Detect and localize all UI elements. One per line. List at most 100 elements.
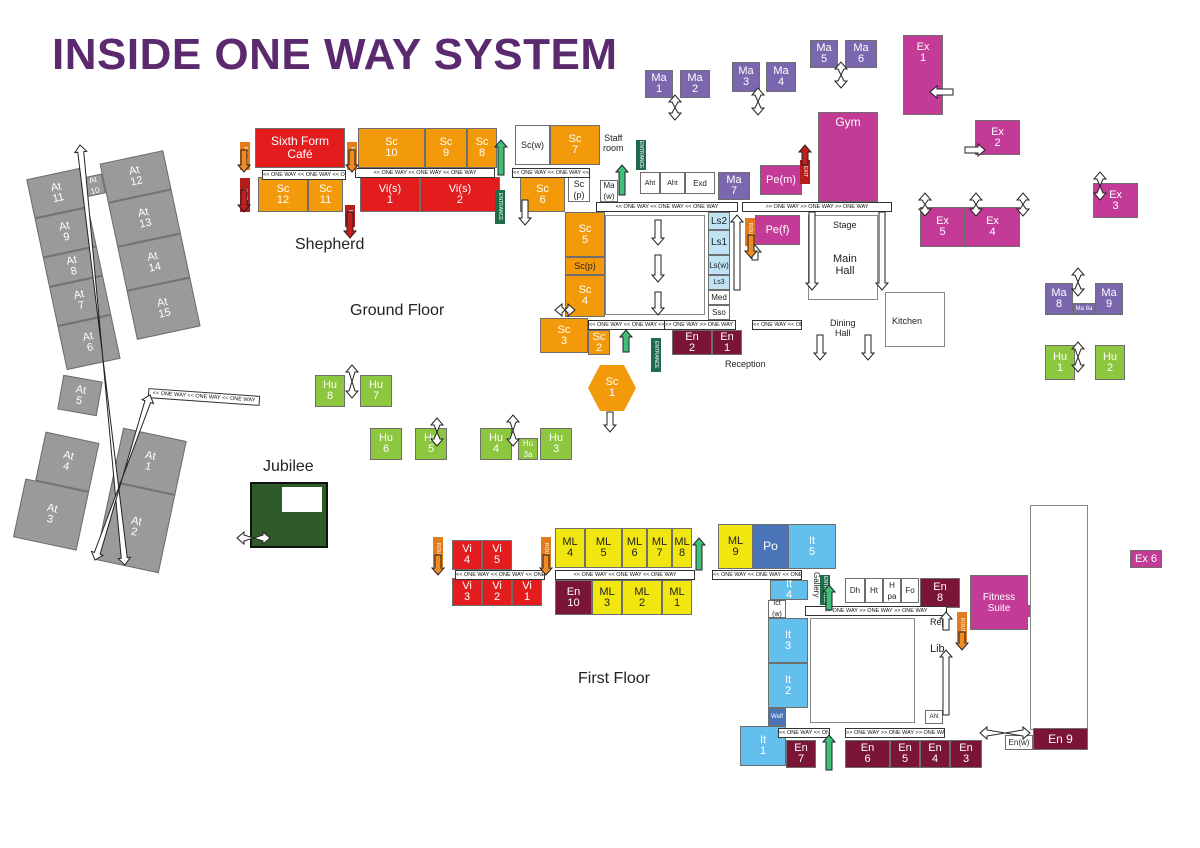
room-fitness-suite[interactable]: Fitness Suite <box>970 575 1028 630</box>
room-ma3[interactable]: Ma 3 <box>732 62 760 92</box>
exit-tag-pe: EXIT <box>800 160 810 184</box>
room-it4[interactable]: It 4 <box>770 579 808 601</box>
room-en10[interactable]: En 10 <box>555 580 592 615</box>
sc4-arrow <box>554 302 576 318</box>
jubilee-arrow <box>236 530 271 546</box>
room-vi4[interactable]: Vi 4 <box>452 540 482 570</box>
room-hpa[interactable]: H pa <box>883 578 901 603</box>
room-hu5[interactable]: Hu 5 <box>415 428 447 460</box>
room-en4[interactable]: En 4 <box>920 740 950 768</box>
room-hu2[interactable]: Hu 2 <box>1095 345 1125 380</box>
room-ml3[interactable]: ML 3 <box>592 580 622 615</box>
room-ml1[interactable]: ML 1 <box>662 580 692 615</box>
one-way-sign-it: << ONE WAY << ONE WAY << ONE WAY <box>778 728 830 738</box>
room-ma9[interactable]: Ma 9 <box>1095 283 1123 315</box>
single-arrow-0 <box>650 219 666 246</box>
room-ex1[interactable]: Ex 1 <box>903 35 943 115</box>
room-vi3[interactable]: Vi 3 <box>452 578 482 606</box>
room-it2[interactable]: It 2 <box>768 663 808 708</box>
single-arrow-1 <box>650 254 666 283</box>
room-exd[interactable]: Exd <box>685 172 715 194</box>
arts-corridor-arrow-south <box>90 394 155 561</box>
room-en6[interactable]: En 6 <box>845 740 890 768</box>
room-pe-f[interactable]: Pe(f) <box>755 215 800 245</box>
room-hu8[interactable]: Hu 8 <box>315 375 345 407</box>
room-sixth-form-cafe[interactable]: Sixth Form Café <box>255 128 345 168</box>
one-way-sign-shepherd: << ONE WAY << ONE WAY << ONE WAY <box>262 170 346 180</box>
room-ma2[interactable]: Ma 2 <box>680 70 710 98</box>
room-aht-2[interactable]: Aht <box>660 172 685 194</box>
room-hu1[interactable]: Hu 1 <box>1045 345 1075 380</box>
room-ma4[interactable]: Ma 4 <box>766 62 796 92</box>
room-dh[interactable]: Dh <box>845 578 865 603</box>
room-ml9[interactable]: ML 9 <box>718 524 753 569</box>
room-it5[interactable]: It 5 <box>788 524 836 569</box>
room-ma5[interactable]: Ma 5 <box>810 40 838 68</box>
room-sc11[interactable]: Sc 11 <box>308 177 343 212</box>
entrance-arrow-gallery <box>821 584 837 611</box>
room-sc2[interactable]: Sc 2 <box>588 330 610 355</box>
room-ma6[interactable]: Ma 6 <box>845 40 877 68</box>
first-floor-courtyard <box>810 618 915 723</box>
single-arrow-5 <box>812 334 828 361</box>
room-ex4[interactable]: Ex 4 <box>965 207 1020 247</box>
room-ma1[interactable]: Ma 1 <box>645 70 673 98</box>
room-sc7[interactable]: Sc 7 <box>550 125 600 165</box>
room-ma8[interactable]: Ma 8 <box>1045 283 1073 315</box>
staff-room-label: Staff room <box>603 133 624 153</box>
room-fo[interactable]: Fo <box>901 578 919 603</box>
room-hu7[interactable]: Hu 7 <box>360 375 392 407</box>
room-vi5[interactable]: Vi 5 <box>482 540 512 570</box>
room-sc10[interactable]: Sc 10 <box>358 128 425 168</box>
room-ml6[interactable]: ML 6 <box>622 528 647 568</box>
room-en7[interactable]: En 7 <box>786 740 816 768</box>
route-tag-ml4: ROUTE <box>541 537 551 567</box>
room-aht-1[interactable]: Aht <box>640 172 660 194</box>
room-ls2[interactable]: Ls2 <box>708 212 730 230</box>
room-ma8a[interactable]: Ma 8a <box>1073 303 1095 315</box>
room-en9[interactable]: En 9 <box>1033 728 1088 750</box>
room-sso[interactable]: Sso <box>708 305 730 320</box>
room-ls-w[interactable]: Ls(w) <box>708 255 730 275</box>
route-tag-pe-f: ROUTE <box>745 218 755 246</box>
room-aht-3[interactable]: Aht <box>925 710 943 724</box>
room-ml4[interactable]: ML 4 <box>555 528 585 568</box>
room-en3[interactable]: En 3 <box>950 740 982 768</box>
room-med[interactable]: Med <box>708 290 730 305</box>
room-ls3[interactable]: Ls3 <box>708 275 730 290</box>
room-welf[interactable]: Welf <box>768 708 786 726</box>
room-gym[interactable]: Gym <box>818 112 878 202</box>
room-ml8[interactable]: ML 8 <box>672 528 692 568</box>
room-ls1[interactable]: Ls1 <box>708 230 730 255</box>
room-it3[interactable]: It 3 <box>768 618 808 663</box>
room-ml7[interactable]: ML 7 <box>647 528 672 568</box>
room-hu6[interactable]: Hu 6 <box>370 428 402 460</box>
east-block <box>1030 505 1088 730</box>
route-arrow-lib <box>954 631 970 651</box>
room-ex6[interactable]: Ex 6 <box>1130 550 1162 568</box>
room-hu3a[interactable]: Hu 3a <box>518 438 538 460</box>
room-sc-p[interactable]: Sc(p) <box>565 257 605 275</box>
room-ml5[interactable]: ML 5 <box>585 528 622 568</box>
room-en1[interactable]: En 1 <box>712 330 742 355</box>
room-sc9[interactable]: Sc 9 <box>425 128 467 168</box>
room-ht[interactable]: Ht <box>865 578 883 603</box>
room-en5[interactable]: En 5 <box>890 740 920 768</box>
room-po[interactable]: Po <box>753 524 788 569</box>
room-en2[interactable]: En 2 <box>672 330 712 355</box>
room-vis1[interactable]: Vi(s) 1 <box>360 177 420 212</box>
room-ma7[interactable]: Ma 7 <box>718 172 750 200</box>
first-floor-label: First Floor <box>578 670 650 687</box>
main-hall-area <box>808 215 878 300</box>
room-sc3[interactable]: Sc 3 <box>540 318 588 353</box>
room-sc-p-top[interactable]: Sc (p) <box>568 177 590 202</box>
room-ma-w[interactable]: Ma (w) <box>600 180 618 202</box>
room-ict-w[interactable]: Ict (w) <box>768 600 786 618</box>
room-sc5[interactable]: Sc 5 <box>565 212 605 257</box>
gallery-label: Gallery <box>812 572 821 598</box>
room-it1[interactable]: It 1 <box>740 726 786 766</box>
room-sc-w[interactable]: Sc(w) <box>515 125 550 165</box>
room-hu3[interactable]: Hu 3 <box>540 428 572 460</box>
room-ml2[interactable]: ML 2 <box>622 580 662 615</box>
room-sc8[interactable]: Sc 8 <box>467 128 497 168</box>
